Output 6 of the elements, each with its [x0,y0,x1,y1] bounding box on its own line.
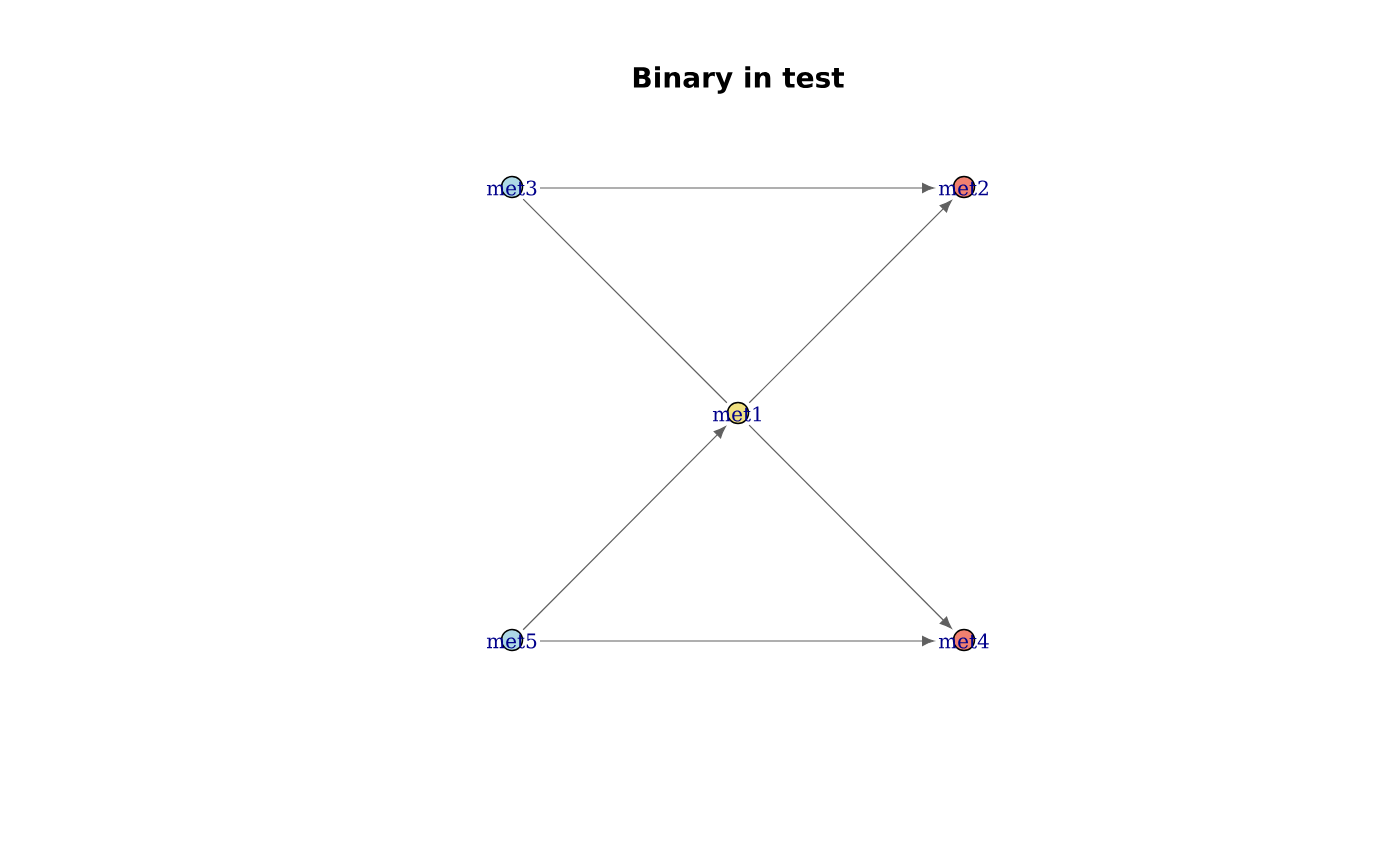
arrow [539,635,935,646]
arrow [522,426,726,631]
arrow [748,200,952,404]
arrow [748,424,952,629]
arrow [539,182,935,193]
title: Binary in test [633,66,844,94]
